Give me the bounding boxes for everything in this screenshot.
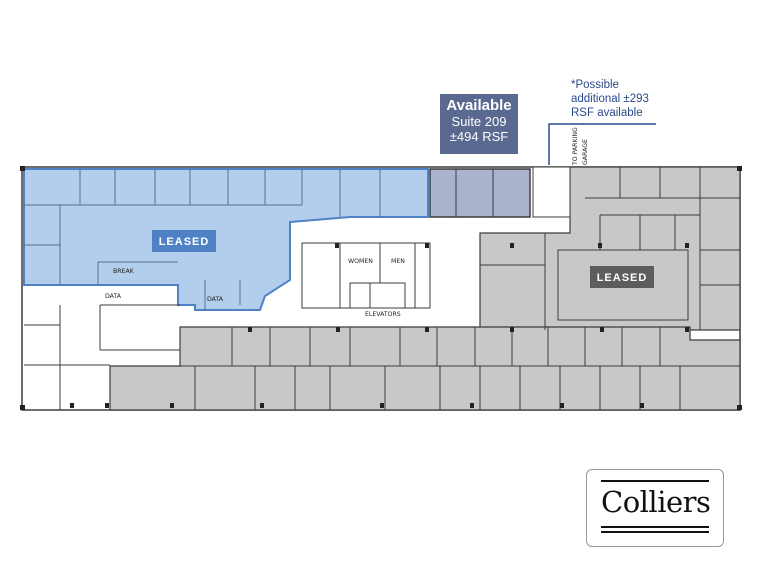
- blue-suite-walls: [24, 169, 381, 310]
- available-area: ±494 RSF: [449, 129, 509, 144]
- men-restroom-label: MEN: [391, 258, 405, 265]
- note-line-3: RSF available: [571, 107, 643, 119]
- leased-area-bottom: [109, 326, 741, 411]
- leased-badge-left: [152, 230, 216, 252]
- elevators-label: ELEVATORS: [365, 311, 401, 318]
- restroom-core: [301, 242, 431, 309]
- available-suite: Suite 209: [451, 114, 507, 129]
- additional-rsf-note: *Possible additional ±293 RSF available: [571, 78, 649, 120]
- data-room-label-right: DATA: [207, 296, 224, 303]
- parking-passage: [532, 166, 571, 218]
- garage-label: GARAGE: [582, 139, 589, 165]
- leased-badge-right: [590, 266, 654, 288]
- column-markers: [20, 166, 742, 410]
- leased-area-left: [23, 168, 429, 311]
- leased-label-left: LEASED: [159, 236, 210, 248]
- women-restroom-label: WOMEN: [348, 258, 373, 265]
- logo-bottom-rule-1: [601, 526, 709, 528]
- colliers-logo: Colliers: [586, 469, 724, 547]
- available-title: Available: [446, 97, 512, 114]
- data-room-label-left: DATA: [105, 293, 122, 300]
- leased-label-right: LEASED: [597, 272, 648, 284]
- logo-bottom-rule-2: [601, 531, 709, 533]
- note-leader-line: [548, 123, 656, 165]
- logo-wordmark: Colliers: [601, 485, 711, 519]
- bottom-band-walls: [180, 327, 740, 410]
- left-offices-walls: [24, 304, 180, 410]
- available-suite-209: [429, 168, 531, 218]
- logo-top-rule: [601, 480, 709, 482]
- break-room-label: BREAK: [113, 268, 135, 275]
- note-line-2: additional ±293: [571, 93, 649, 105]
- available-callout: Available Suite 209 ±494 RSF: [440, 94, 518, 154]
- to-parking-label: TO PARKING: [572, 127, 579, 166]
- note-line-1: *Possible: [571, 79, 619, 91]
